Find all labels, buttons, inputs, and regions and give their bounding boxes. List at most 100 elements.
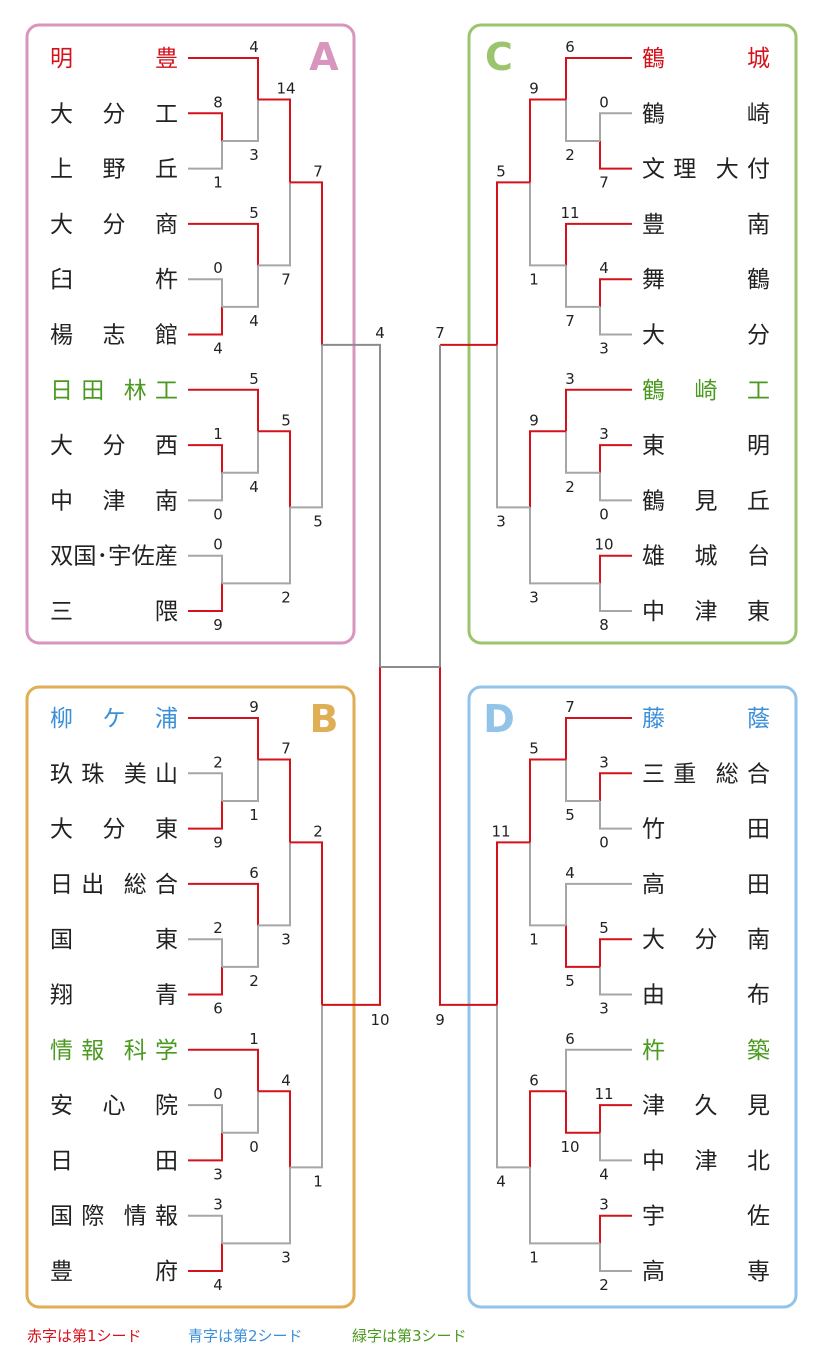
score-label: 1 <box>313 1172 323 1190</box>
match-line <box>188 1214 223 1244</box>
team-label: 舞鶴 <box>642 267 770 293</box>
block-frame <box>467 685 798 1309</box>
block-letter: A <box>309 35 339 79</box>
match-line <box>599 938 632 967</box>
team-name: 豊南 <box>642 212 770 238</box>
match-line <box>258 182 291 267</box>
team-name: 豊府 <box>50 1259 178 1285</box>
team-name: 高専 <box>642 1259 770 1285</box>
legend-item: 青字は第2シード <box>188 1327 303 1345</box>
team-name: 東明 <box>642 433 770 459</box>
match-line <box>188 800 223 830</box>
match-line <box>188 1132 223 1162</box>
match-line <box>599 1243 632 1272</box>
team-name: 双国･宇佐産 <box>50 544 178 570</box>
match-line <box>188 554 223 584</box>
match-line <box>290 1004 323 1169</box>
team-label: 鶴見丘 <box>642 488 770 514</box>
match-line <box>222 431 259 474</box>
team-name: 日田 <box>50 1148 178 1174</box>
match-line <box>599 583 632 612</box>
score-label: 9 <box>529 411 539 429</box>
legend: 赤字は第1シード青字は第2シード緑字は第3シード <box>27 1327 467 1345</box>
score-label: 14 <box>276 79 295 97</box>
score-label: 3 <box>599 1196 609 1214</box>
score-label: 3 <box>565 370 575 388</box>
team-name: 大分 <box>642 323 770 349</box>
match-line <box>599 772 632 801</box>
team-name: 高田 <box>642 872 770 898</box>
team-label: 三隈 <box>50 599 178 625</box>
match-line <box>222 265 259 308</box>
score-label: 0 <box>599 505 609 523</box>
semifinal-line <box>439 667 497 1006</box>
match-line <box>188 472 223 502</box>
match-line <box>290 181 323 345</box>
block-frame <box>467 23 798 645</box>
match-line <box>565 882 632 926</box>
match-line <box>599 966 632 996</box>
team-label: 豊府 <box>50 1259 178 1285</box>
team-label: 日出総合 <box>50 872 178 898</box>
team-name: 国際情報 <box>50 1204 178 1230</box>
score-label: 5 <box>529 739 539 757</box>
match-line <box>529 430 566 508</box>
team-name: 文理大付 <box>642 157 770 183</box>
match-line <box>258 98 291 183</box>
score-label: 6 <box>565 38 575 56</box>
score-label: 2 <box>249 972 259 990</box>
score-label: 3 <box>529 588 539 606</box>
score-label: 1 <box>529 1248 539 1266</box>
team-name: 上野丘 <box>50 157 178 183</box>
score-label: 8 <box>599 616 609 634</box>
team-label: 大分南 <box>642 927 770 953</box>
match-line <box>599 800 632 830</box>
team-label: 大分商 <box>50 212 178 238</box>
match-line <box>222 1091 259 1134</box>
match-line <box>290 841 323 1005</box>
block-letter: B <box>310 697 339 741</box>
score-label: 3 <box>599 425 609 443</box>
match-line <box>496 841 530 1005</box>
team-name: 中津北 <box>642 1148 770 1174</box>
team-name: 大分東 <box>50 817 178 843</box>
match-line <box>565 222 632 266</box>
score-label: 1 <box>213 174 223 192</box>
legend-item: 赤字は第1シード <box>27 1327 142 1345</box>
match-line <box>188 882 259 926</box>
team-label: 大分 <box>642 323 770 349</box>
match-line <box>222 925 259 968</box>
score-label: 8 <box>213 93 223 111</box>
team-label: 高田 <box>642 872 770 898</box>
score-label: 1 <box>529 930 539 948</box>
score-label: 2 <box>213 753 223 771</box>
score-label: 5 <box>313 512 323 530</box>
score-label: 11 <box>491 822 510 840</box>
match-line <box>188 938 223 967</box>
score-label: 7 <box>281 270 291 288</box>
score-label: 1 <box>213 425 223 443</box>
match-line <box>529 507 600 585</box>
match-line <box>599 554 632 584</box>
match-line <box>529 182 566 267</box>
match-line <box>565 759 600 802</box>
team-name: 大分西 <box>50 433 178 459</box>
score-label: 4 <box>375 324 385 342</box>
team-label: 文理大付 <box>642 157 770 183</box>
match-line <box>565 265 600 308</box>
match-line <box>258 1090 291 1168</box>
match-line <box>565 1048 632 1092</box>
team-label: 由布 <box>642 983 770 1009</box>
score-label: 9 <box>213 834 223 852</box>
team-name: 中津南 <box>50 488 178 514</box>
match-line <box>188 966 223 996</box>
score-label: 4 <box>599 1165 609 1183</box>
match-line <box>188 717 259 760</box>
match-line <box>188 1048 259 1092</box>
team-label: 三重総合 <box>642 761 770 787</box>
match-line <box>188 57 259 100</box>
score-label: 3 <box>281 930 291 948</box>
match-line <box>496 344 530 509</box>
score-label: 7 <box>565 312 575 330</box>
